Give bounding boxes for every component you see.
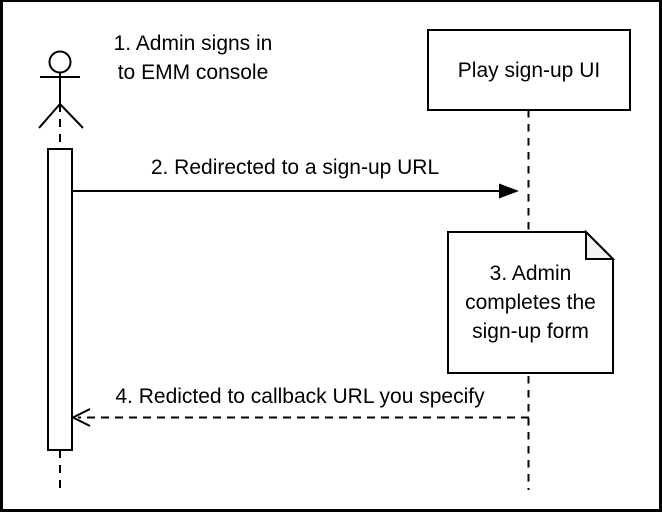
participant-label-text: Play sign-up UI <box>457 58 601 82</box>
note-label-line1: 3. Admin <box>489 262 572 285</box>
message-callback-arrow <box>70 408 529 427</box>
message-callback-text: 4. Redicted to callback URL you specify <box>115 385 485 408</box>
note-fold-corner <box>585 229 616 260</box>
participant-label: Play sign-up UI <box>428 30 630 110</box>
filled-arrowhead-icon <box>499 183 519 199</box>
note-label-line2: completes the <box>465 291 596 314</box>
message-callback-label: 4. Redicted to callback URL you specify <box>100 384 500 410</box>
actor-left-leg <box>38 103 61 129</box>
note-outline <box>447 231 614 374</box>
actor-head <box>48 50 72 74</box>
actor-label-line1: 1. Admin signs in <box>113 32 273 55</box>
actor-label-line2: to EMM console <box>117 61 269 84</box>
note-label-line3: sign-up form <box>472 320 589 343</box>
message-redirect-arrow <box>72 183 519 199</box>
message-redirect-text: 2. Redirected to a sign-up URL <box>150 156 440 179</box>
actor-figure-icon <box>38 50 84 129</box>
actor-label: 1. Admin signs in to EMM console <box>91 29 295 87</box>
actor-activation-bar <box>47 148 73 451</box>
note-label: 3. Admin completes the sign-up form <box>448 232 613 373</box>
actor-right-leg <box>59 103 84 129</box>
open-arrowhead-icon <box>70 408 91 427</box>
participant-box <box>427 29 631 111</box>
note-shape <box>447 229 616 374</box>
message-redirect-label: 2. Redirected to a sign-up URL <box>95 155 495 181</box>
